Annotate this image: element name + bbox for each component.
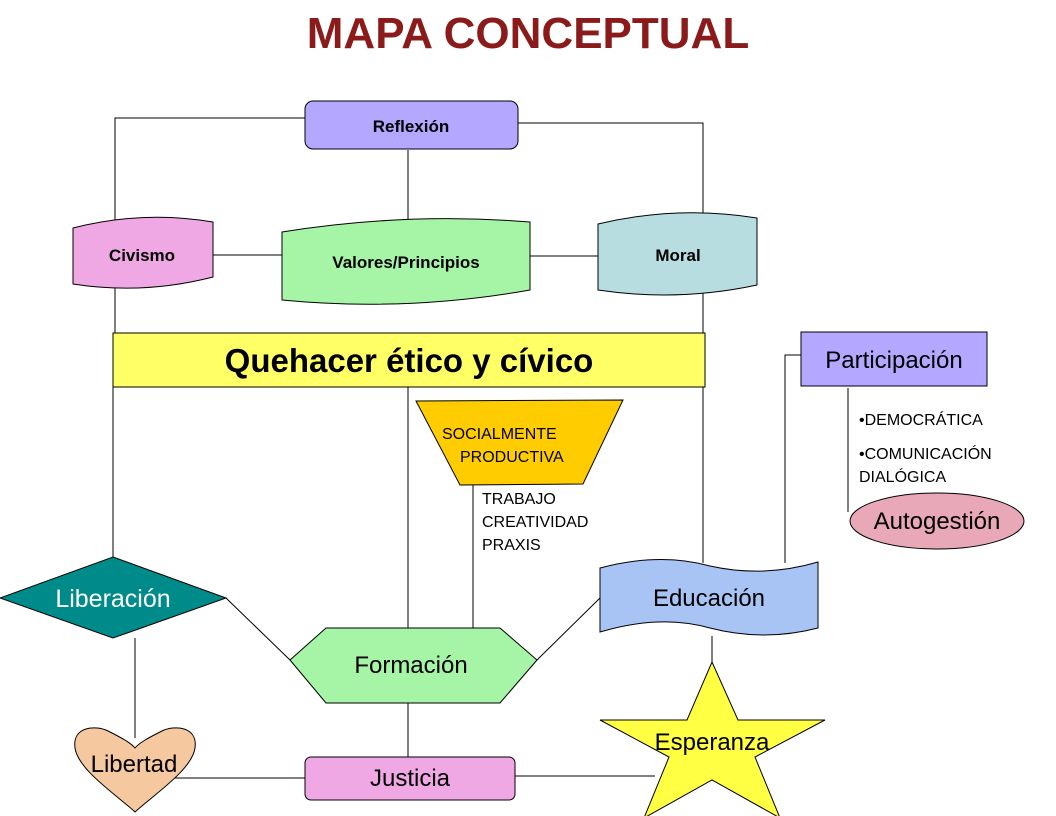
libertad-label: Libertad <box>91 751 178 778</box>
trabajo-notes: TRABAJO CREATIVIDAD PRAXIS <box>482 491 588 554</box>
educacion-shape <box>599 558 819 636</box>
node-quehacer: Quehacer ético y cívico <box>112 332 706 388</box>
valores-label: Valores/Principios <box>332 253 479 272</box>
node-socialmente: SOCIALMENTE PRODUCTIVA <box>415 399 624 486</box>
autogestion-ellipse <box>849 492 1025 550</box>
educacion-label: Educación <box>653 585 765 612</box>
node-reflexion: Reflexión <box>304 100 519 150</box>
connectors <box>112 117 849 779</box>
esperanza-shape <box>599 660 826 816</box>
justicia-box <box>304 756 516 801</box>
participacion-label: Participación <box>825 347 962 374</box>
node-justicia: Justicia <box>304 756 516 801</box>
note-praxis: PRAXIS <box>482 537 541 554</box>
node-autogestion: Autogestión <box>849 492 1025 550</box>
connector-educacion-participacion <box>784 354 801 563</box>
civismo-shape <box>72 216 214 289</box>
node-libertad: Libertad <box>74 727 196 813</box>
reflexion-label: Reflexión <box>373 117 450 136</box>
note-democratica: •DEMOCRÁTICA <box>859 410 983 429</box>
connector-liberacion-formacion <box>225 597 291 661</box>
moral-shape <box>597 212 758 296</box>
participacion-box <box>800 331 988 387</box>
note-creatividad: CREATIVIDAD <box>482 514 588 531</box>
connector-formacion-educacion <box>536 597 601 661</box>
formacion-shape <box>289 627 538 704</box>
liberacion-shape <box>0 556 228 639</box>
note-trabajo: TRABAJO <box>482 491 556 508</box>
node-formacion: Formación <box>289 627 538 704</box>
node-civismo: Civismo <box>72 216 214 289</box>
formacion-label: Formación <box>354 652 467 679</box>
liberacion-label: Liberación <box>55 585 170 613</box>
participacion-notes: •DEMOCRÁTICA •COMUNICACIÓN DIALÓGICA <box>859 410 992 486</box>
node-esperanza: Esperanza <box>599 660 826 816</box>
civismo-label: Civismo <box>109 246 175 265</box>
socialmente-shape <box>415 399 624 486</box>
reflexion-box <box>304 100 519 150</box>
valores-shape <box>281 218 531 305</box>
esperanza-label: Esperanza <box>655 729 770 756</box>
moral-label: Moral <box>655 246 700 265</box>
note-dialogica: DIALÓGICA <box>859 467 946 486</box>
node-valores: Valores/Principios <box>281 218 531 305</box>
node-participacion: Participación <box>800 331 988 387</box>
node-liberacion: Liberación <box>0 556 228 639</box>
socialmente-line1: SOCIALMENTE <box>442 426 557 443</box>
note-comunicacion: •COMUNICACIÓN <box>859 444 992 463</box>
socialmente-line2: PRODUCTIVA <box>460 449 564 466</box>
quehacer-box <box>112 332 706 388</box>
node-moral: Moral <box>597 212 758 296</box>
quehacer-label: Quehacer ético y cívico <box>225 342 594 379</box>
autogestion-label: Autogestión <box>874 508 1001 535</box>
libertad-shape <box>74 727 196 813</box>
page-title: MAPA CONCEPTUAL <box>307 9 749 58</box>
node-educacion: Educación <box>599 558 819 636</box>
connector-reflexion-moral <box>518 122 704 220</box>
connector-reflexion-civismo <box>114 117 305 230</box>
justicia-label: Justicia <box>370 765 451 792</box>
